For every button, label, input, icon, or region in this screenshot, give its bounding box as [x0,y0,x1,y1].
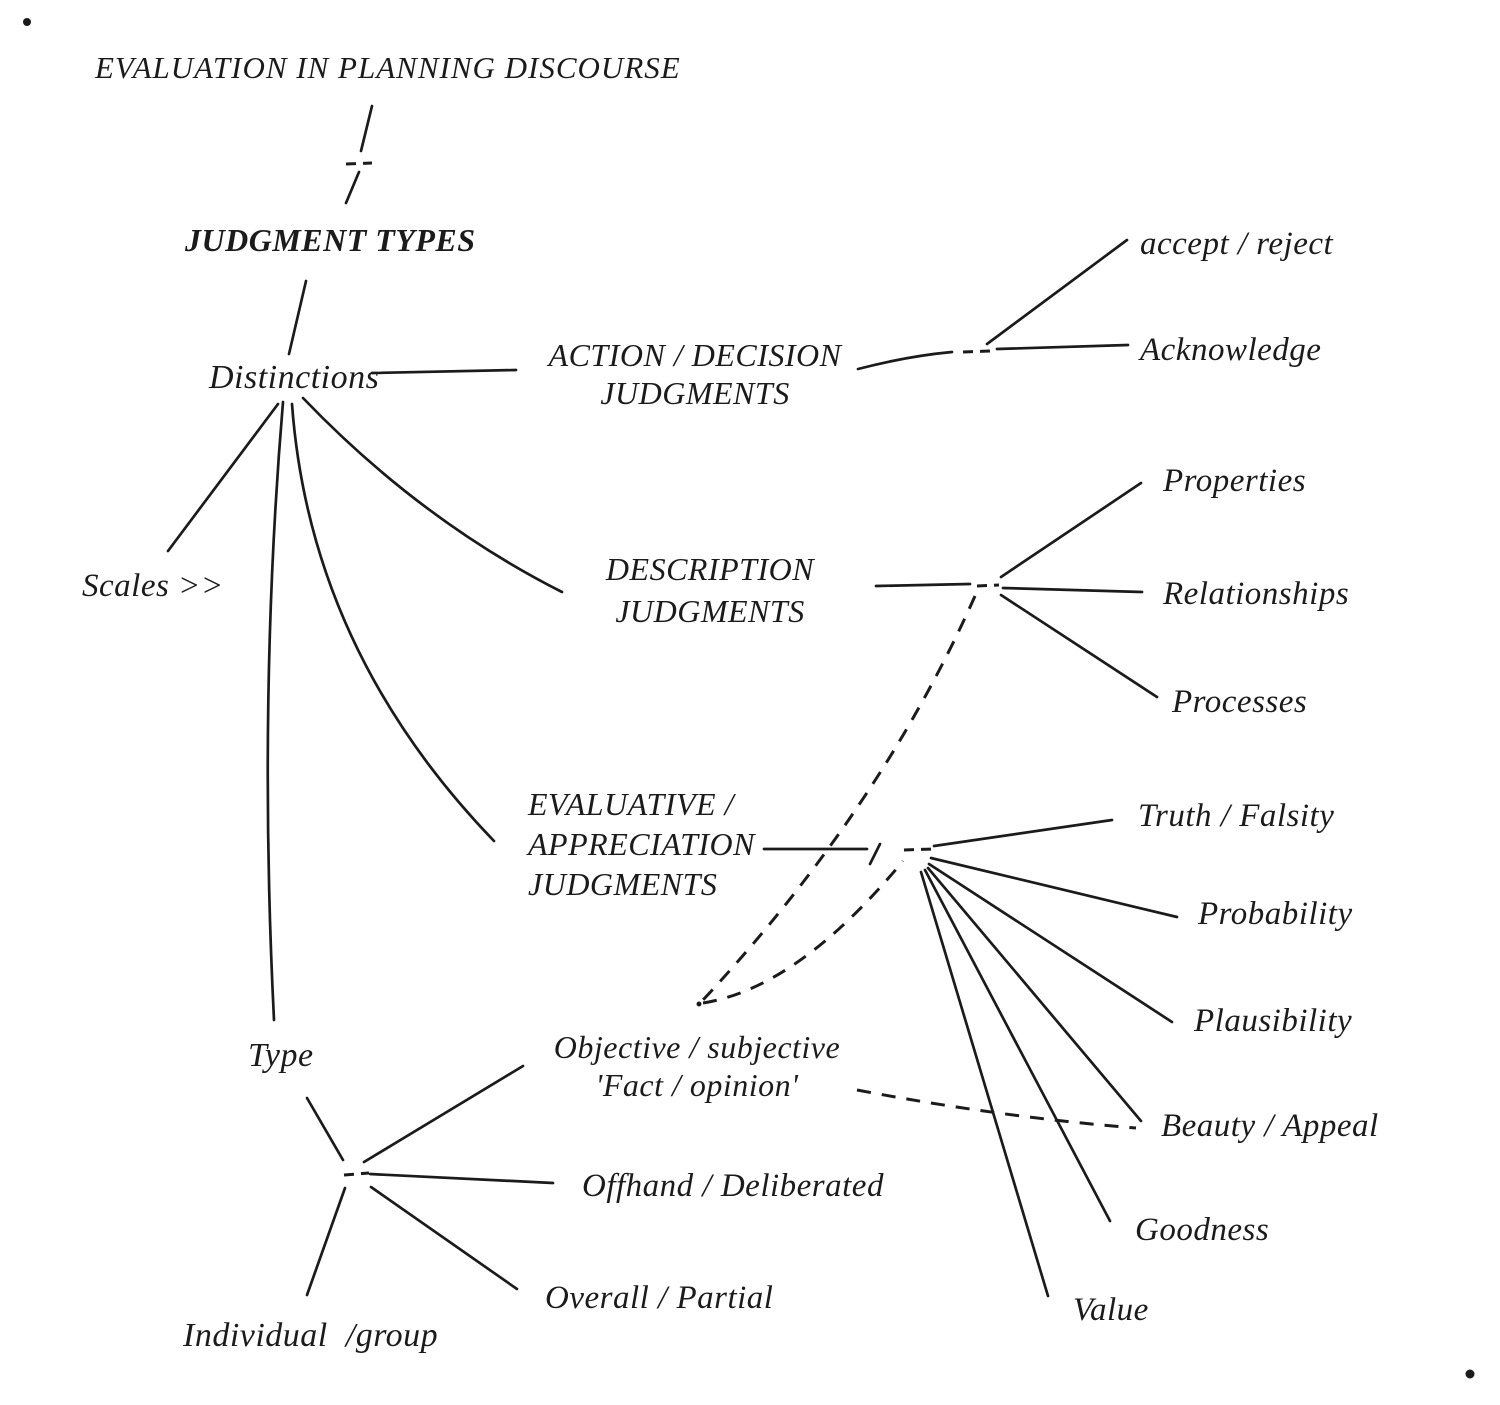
type-hub-dash-mark [343,1171,370,1177]
objective-label-line1: Objective / subjective [553,1029,841,1065]
edge-title-root-slash1 [359,104,374,153]
node-action-decision-judgments: ACTION / DECISION JUDGMENTS [535,336,855,412]
edge-distinctions-description [301,396,564,594]
edge-distinctions-type [266,400,285,1022]
edge-action-hub [856,350,954,371]
edge-description-processes [999,593,1159,699]
root-hub-dash-mark [345,161,373,166]
edge-type-overall [369,1185,519,1291]
description-hub-dash-mark [976,583,1000,588]
edge-root-distinctions [287,279,308,356]
dashed-objective-evaluative [702,860,905,1005]
corner-dot-bottom-right [1465,1369,1475,1379]
edge-evaluative-plausibility [927,862,1174,1024]
node-properties: Properties [1163,463,1307,499]
edge-evaluative-probability [929,856,1179,919]
action-hub-dash-mark [962,349,991,354]
edge-description-relationships [1001,586,1144,594]
node-distinctions: Distinctions [209,359,380,396]
node-objective-subjective: Objective / subjective 'Fact / opinion' [549,1028,845,1104]
edge-description-hub [874,582,972,588]
node-type: Type [248,1037,314,1074]
evaluative-hub-dash-mark [903,847,934,852]
evaluative-label-line3: JUDGMENTS [528,866,718,902]
node-accept-reject: accept / reject [1140,226,1334,262]
evaluative-label-line2: APPRECIATION [528,826,755,862]
edge-type-offhand [368,1172,555,1185]
node-individual-group: Individual /group [183,1317,439,1354]
description-label-line2: JUDGMENTS [615,593,805,629]
edge-evaluative-beauty [926,866,1143,1123]
edge-evaluative-value [919,870,1050,1298]
node-goodness: Goodness [1135,1212,1270,1248]
edge-title-root-slash2 [344,170,361,205]
node-beauty-appeal: Beauty / Appeal [1161,1108,1379,1144]
node-description-judgments: DESCRIPTION JUDGMENTS [585,548,835,632]
action-label-line1: ACTION / DECISION [548,337,842,373]
node-acknowledge: Acknowledge [1140,332,1322,368]
evaluative-label-line1: EVALUATIVE / [528,786,734,822]
node-offhand-deliberated: Offhand / Deliberated [582,1168,884,1204]
node-truth-falsity: Truth / Falsity [1138,798,1335,834]
description-label-line1: DESCRIPTION [605,551,815,587]
edge-action-accept [985,238,1129,346]
root-node-judgment-types: JUDGMENT TYPES [185,222,476,258]
edge-type-hub [305,1096,345,1162]
edge-type-individual [305,1186,347,1297]
corner-dot-top-left [23,18,31,26]
edge-description-properties [999,481,1143,579]
dashed-convergence-dot [696,1001,702,1007]
node-overall-partial: Overall / Partial [545,1280,774,1316]
node-probability: Probability [1198,896,1353,932]
node-processes: Processes [1172,684,1308,720]
node-value: Value [1073,1292,1149,1328]
edge-type-objective [362,1064,525,1164]
node-relationships: Relationships [1163,576,1350,612]
edge-evaluative-truth [932,818,1114,848]
edge-evaluative-goodness [923,868,1112,1223]
dashed-description-objective [701,595,977,1002]
node-scales: Scales >> [82,568,224,604]
node-plausibility: Plausibility [1194,1003,1353,1039]
edge-action-acknowledge [995,343,1130,351]
evaluative-hub-slash-mark [868,842,882,866]
edge-distinctions-action [370,368,518,375]
node-evaluative-appreciation-judgments: EVALUATIVE / APPRECIATION JUDGMENTS [528,784,768,904]
edge-distinctions-scales [166,402,280,553]
edge-distinctions-evaluative [290,402,496,843]
dashed-objective-beauty [856,1088,1137,1130]
diagram-title: EVALUATION IN PLANNING DISCOURSE [95,50,681,85]
action-label-line2: JUDGMENTS [600,375,790,411]
objective-label-line2: 'Fact / opinion' [595,1067,799,1103]
